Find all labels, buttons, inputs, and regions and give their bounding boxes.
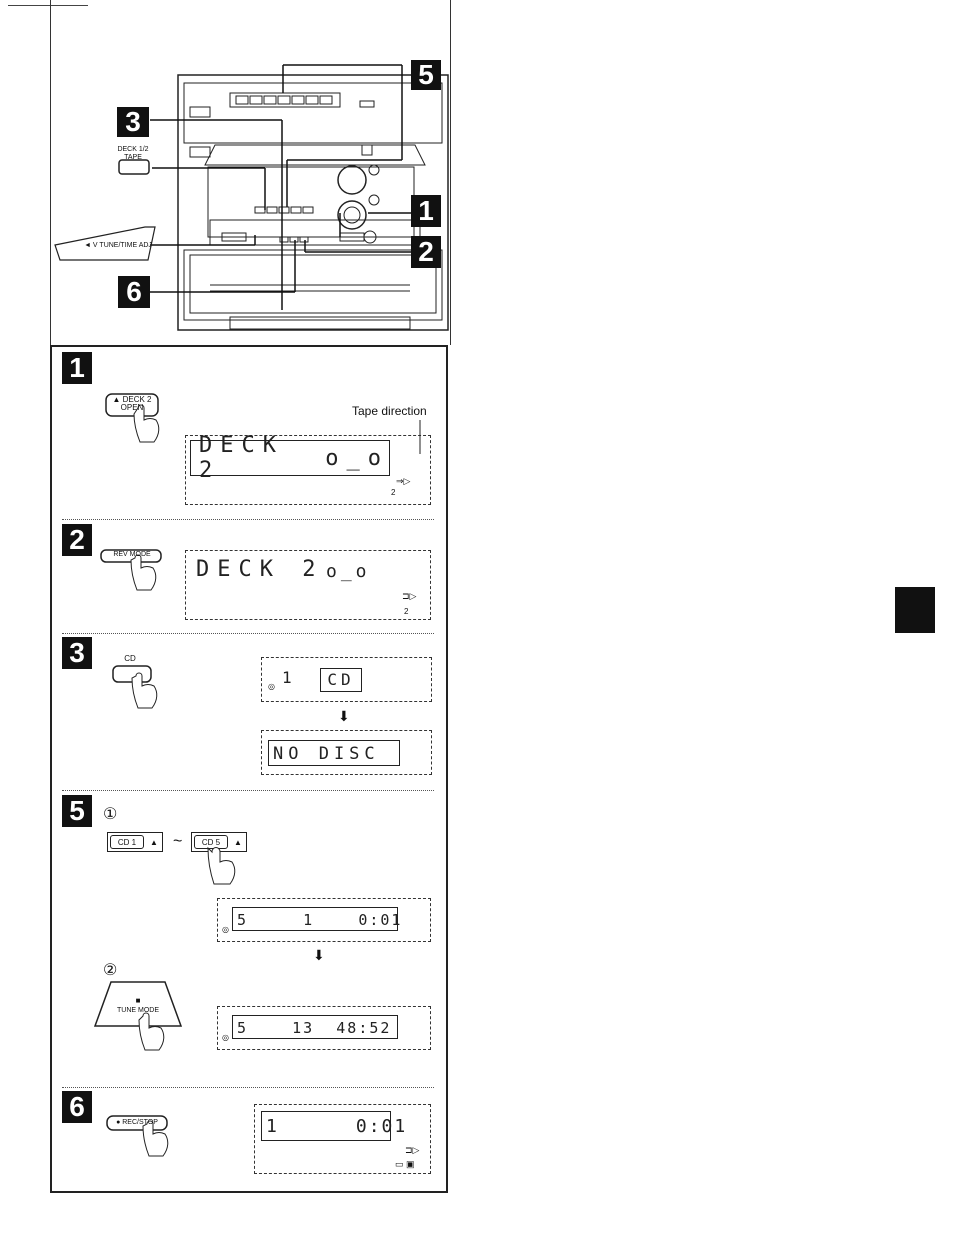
tape-direction-pointer [418, 418, 430, 458]
step3-display-cd: ◎ 1 CD [261, 657, 432, 702]
step2-tape-reverse-icon: ⊐▷ [402, 591, 416, 602]
cd1-eject-button[interactable]: ▲ [146, 833, 162, 851]
step3-no-disc-text: NO DISC [268, 740, 400, 766]
tape-button-label: TAPE [112, 154, 154, 162]
step-badge-3: 3 [62, 637, 92, 669]
cd5-press-hand [196, 846, 240, 890]
tape-button-caption: DECK 1/2 TAPE [112, 146, 154, 162]
step6-tape-direction-icon: ⊐▷ [405, 1145, 419, 1156]
tape-button-top-label: DECK 1/2 [112, 146, 154, 154]
step-badge-6-top: 6 [118, 276, 150, 308]
section-tab-marker [895, 587, 935, 633]
step-badge-2-top: 2 [411, 236, 441, 268]
cd1-button[interactable]: CD 1 [110, 835, 144, 849]
step3-display-no-disc: NO DISC [261, 730, 432, 775]
step2-display-main: DECK 2 [196, 557, 323, 582]
range-tilde: ~ [173, 833, 182, 851]
step6-record-indicator: ▭ ▣ [395, 1159, 415, 1170]
substep-1-marker: ① [103, 804, 117, 824]
step-divider-4 [62, 1087, 434, 1088]
disc-icon-step5b: ◎ [222, 1033, 229, 1042]
step5-display-1-text: 5 1 0:01 [232, 907, 398, 931]
step-divider-3 [62, 790, 434, 791]
step2-display: DECK 2 o_o 2 ⊐▷ [185, 550, 431, 620]
step1-deck-indicator: 2 [391, 488, 395, 497]
step-badge-1-top: 1 [411, 195, 441, 227]
down-arrow-icon-step5: ⬇ [313, 947, 325, 964]
step-divider-2 [62, 633, 434, 634]
disc-icon-step5a: ◎ [222, 925, 229, 934]
substep-2-marker: ② [103, 960, 117, 980]
step5-display-2: ◎ 5 13 48:52 [217, 1006, 431, 1050]
step5-display-2-text: 5 13 48:52 [232, 1015, 398, 1039]
rec-stop-button[interactable]: ● REC/STOP [110, 1119, 164, 1126]
step-badge-5: 5 [62, 795, 92, 827]
step2-display-right: o_o [326, 561, 371, 582]
step-badge-2: 2 [62, 524, 92, 556]
step1-display-right: o_o [325, 446, 389, 471]
stereo-system-diagram [50, 55, 450, 345]
step1-display: DECK 2 o_o 2 ⇒▷ [185, 435, 431, 505]
step-badge-6: 6 [62, 1091, 92, 1123]
tune-mode-button[interactable]: TUNE MODE [113, 1007, 163, 1014]
step-badge-1: 1 [62, 352, 92, 384]
deck2-open-button[interactable]: ▲ DECK 2 OPEN [110, 396, 154, 412]
step5-display-1: ◎ 5 1 0:01 [217, 898, 431, 942]
header-rule [8, 5, 88, 6]
right-border-line [450, 0, 451, 345]
down-arrow-icon: ⬇ [338, 708, 350, 725]
step1-display-text: DECK 2 o_o [190, 440, 390, 476]
cd-button[interactable] [113, 665, 151, 683]
tune-time-adj-button-label: ◄ V TUNE/TIME ADJ [83, 242, 153, 249]
step-badge-5-top: 5 [411, 60, 441, 90]
step1-tape-direction-icon: ⇒▷ [396, 476, 410, 487]
step1-display-main: DECK 2 [199, 433, 307, 483]
rev-mode-button[interactable]: REV MODE [104, 551, 160, 558]
step3-disc-number: 1 [282, 668, 292, 687]
cd-button-caption: CD [120, 654, 140, 663]
open-label: OPEN [110, 404, 154, 412]
step2-deck-indicator: 2 [404, 607, 408, 616]
step-divider-1 [62, 519, 434, 520]
step6-display-text: 1 0:01 [261, 1111, 391, 1141]
cd1-button-group: CD 1 ▲ [107, 832, 163, 852]
tape-direction-label: Tape direction [352, 404, 427, 418]
tune-mode-button-press [93, 980, 185, 1060]
disc-icon: ◎ [268, 682, 275, 691]
step3-cd-text: CD [320, 668, 362, 692]
step6-display: 1 0:01 ⊐▷ ▭ ▣ [254, 1104, 431, 1174]
tune-mode-symbol: ■ [118, 996, 158, 1005]
step-badge-3-top: 3 [117, 107, 149, 137]
